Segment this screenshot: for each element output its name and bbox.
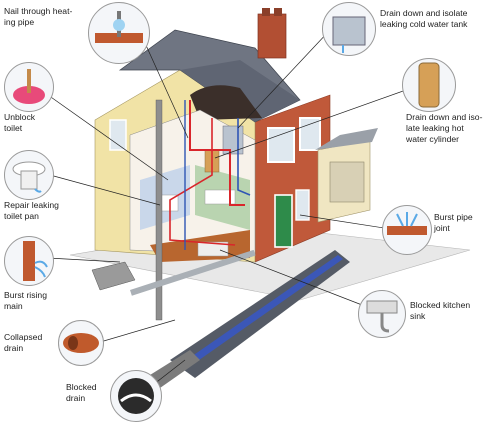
door-side-window (295, 189, 310, 221)
callout-nail-heating-pipe (88, 2, 150, 64)
callout-repair-toilet-pan (4, 150, 54, 200)
side-window (109, 119, 127, 151)
chimney (257, 13, 287, 59)
label-drain-hot-cylinder: Drain down and iso- late leaking hot wat… (406, 112, 483, 144)
label-unblock-toilet: Unblock toilet (4, 112, 36, 133)
drain-pipe-blue (175, 255, 343, 372)
label-nail-heating-pipe: Nail through heat- ing pipe (4, 6, 73, 27)
label-burst-pipe-joint: Burst pipe joint (434, 212, 473, 233)
callout-cold-water-tank (322, 2, 376, 56)
label-burst-rising-main: Burst rising main (4, 290, 47, 311)
callout-blocked-kitchen-sink (358, 290, 406, 338)
hot-pipe-run-2 (169, 118, 236, 246)
label-blocked-kitchen-sink: Blocked kitchen sink (410, 300, 471, 321)
loft-cutaway (190, 85, 262, 120)
callout-burst-pipe-joint (382, 205, 432, 255)
label-drain-cold-tank: Drain down and isolate leaking cold wate… (380, 8, 468, 29)
leader-lines (47, 29, 421, 396)
callout-hot-water-cylinder (402, 58, 456, 112)
drain-trench-lower (150, 350, 200, 388)
cold-pipe-run (237, 118, 251, 196)
inspection-chamber (91, 261, 136, 291)
front-door (274, 194, 293, 248)
garage-door (329, 161, 365, 203)
label-repair-toilet-pan: Repair leaking toilet pan (4, 200, 59, 221)
garage-roof (315, 128, 378, 150)
upper-window-2 (299, 117, 321, 151)
callout-burst-rising-main (4, 236, 54, 286)
label-collapsed-drain: Collapsed drain (4, 332, 43, 353)
hot-pipe-run (189, 100, 245, 206)
callout-unblock-toilet (4, 62, 54, 112)
bath-shape (204, 189, 236, 205)
drain-pipe (130, 249, 256, 296)
soil-stack (155, 99, 163, 321)
callout-blocked-drain (110, 370, 162, 422)
upper-window (267, 127, 295, 163)
callout-collapsed-drain (58, 320, 104, 366)
kitchen-unit (197, 241, 229, 257)
chimney-pot-2 (274, 8, 282, 16)
label-blocked-drain: Blocked drain (66, 382, 97, 403)
chimney-pot (262, 8, 270, 16)
